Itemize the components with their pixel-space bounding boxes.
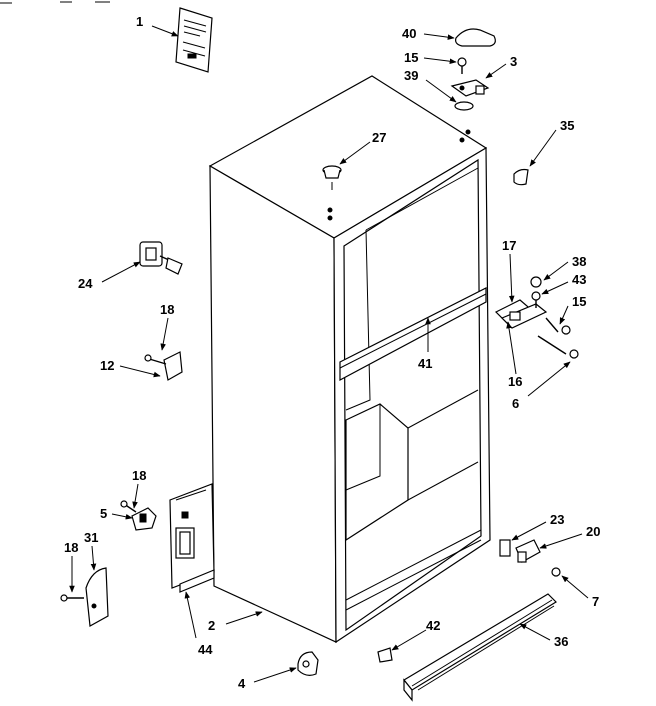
callout-2: 2 (208, 618, 215, 633)
callout-36: 36 (554, 634, 568, 649)
callout-38: 38 (572, 254, 586, 269)
part-base-grille (403, 593, 557, 702)
callout-18: 18 (132, 468, 146, 483)
part-hinge-cover (455, 28, 496, 47)
leader-lines (69, 25, 589, 683)
part-bracket-12 (144, 351, 183, 381)
part-roller-bracket (499, 539, 561, 577)
part-bracket-assembly (139, 241, 183, 275)
callout-labels: 1 40 15 3 39 35 27 24 18 12 17 38 43 15 … (64, 14, 600, 691)
callout-15: 15 (404, 50, 418, 65)
callout-41: 41 (418, 356, 432, 371)
callout-15: 15 (572, 294, 586, 309)
refrigerator-cabinet (208, 75, 491, 644)
callout-3: 3 (510, 54, 517, 69)
part-top-hinge (450, 79, 490, 97)
callout-7: 7 (592, 594, 599, 609)
callout-1: 1 (136, 14, 143, 29)
part-bracket-5 (120, 500, 157, 531)
callout-5: 5 (100, 506, 107, 521)
part-screw-top (457, 57, 467, 74)
callout-23: 23 (550, 512, 564, 527)
part-side-bracket (169, 483, 215, 593)
callout-27: 27 (372, 130, 386, 145)
callout-16: 16 (508, 374, 522, 389)
callout-43: 43 (572, 272, 586, 287)
callout-17: 17 (502, 238, 516, 253)
callout-44: 44 (198, 642, 213, 657)
callout-20: 20 (586, 524, 600, 539)
part-clip-42 (377, 647, 393, 663)
callout-35: 35 (560, 118, 574, 133)
part-plug-button (322, 165, 342, 190)
callout-18: 18 (64, 540, 78, 555)
part-clip (513, 168, 529, 186)
callout-18: 18 (160, 302, 174, 317)
part-center-hinge (494, 276, 579, 359)
part-leveling-foot (297, 651, 319, 676)
part-label-card (175, 7, 213, 73)
callout-24: 24 (78, 276, 93, 291)
callout-39: 39 (404, 68, 418, 83)
cropped-header-marks (0, 1, 110, 4)
callout-12: 12 (100, 358, 114, 373)
callout-31: 31 (84, 530, 98, 545)
callout-6: 6 (512, 396, 519, 411)
callout-4: 4 (238, 676, 246, 691)
part-cover-31 (60, 567, 109, 627)
callout-40: 40 (402, 26, 416, 41)
callout-42: 42 (426, 618, 440, 633)
center-divider (339, 287, 487, 382)
part-shim (454, 101, 474, 111)
